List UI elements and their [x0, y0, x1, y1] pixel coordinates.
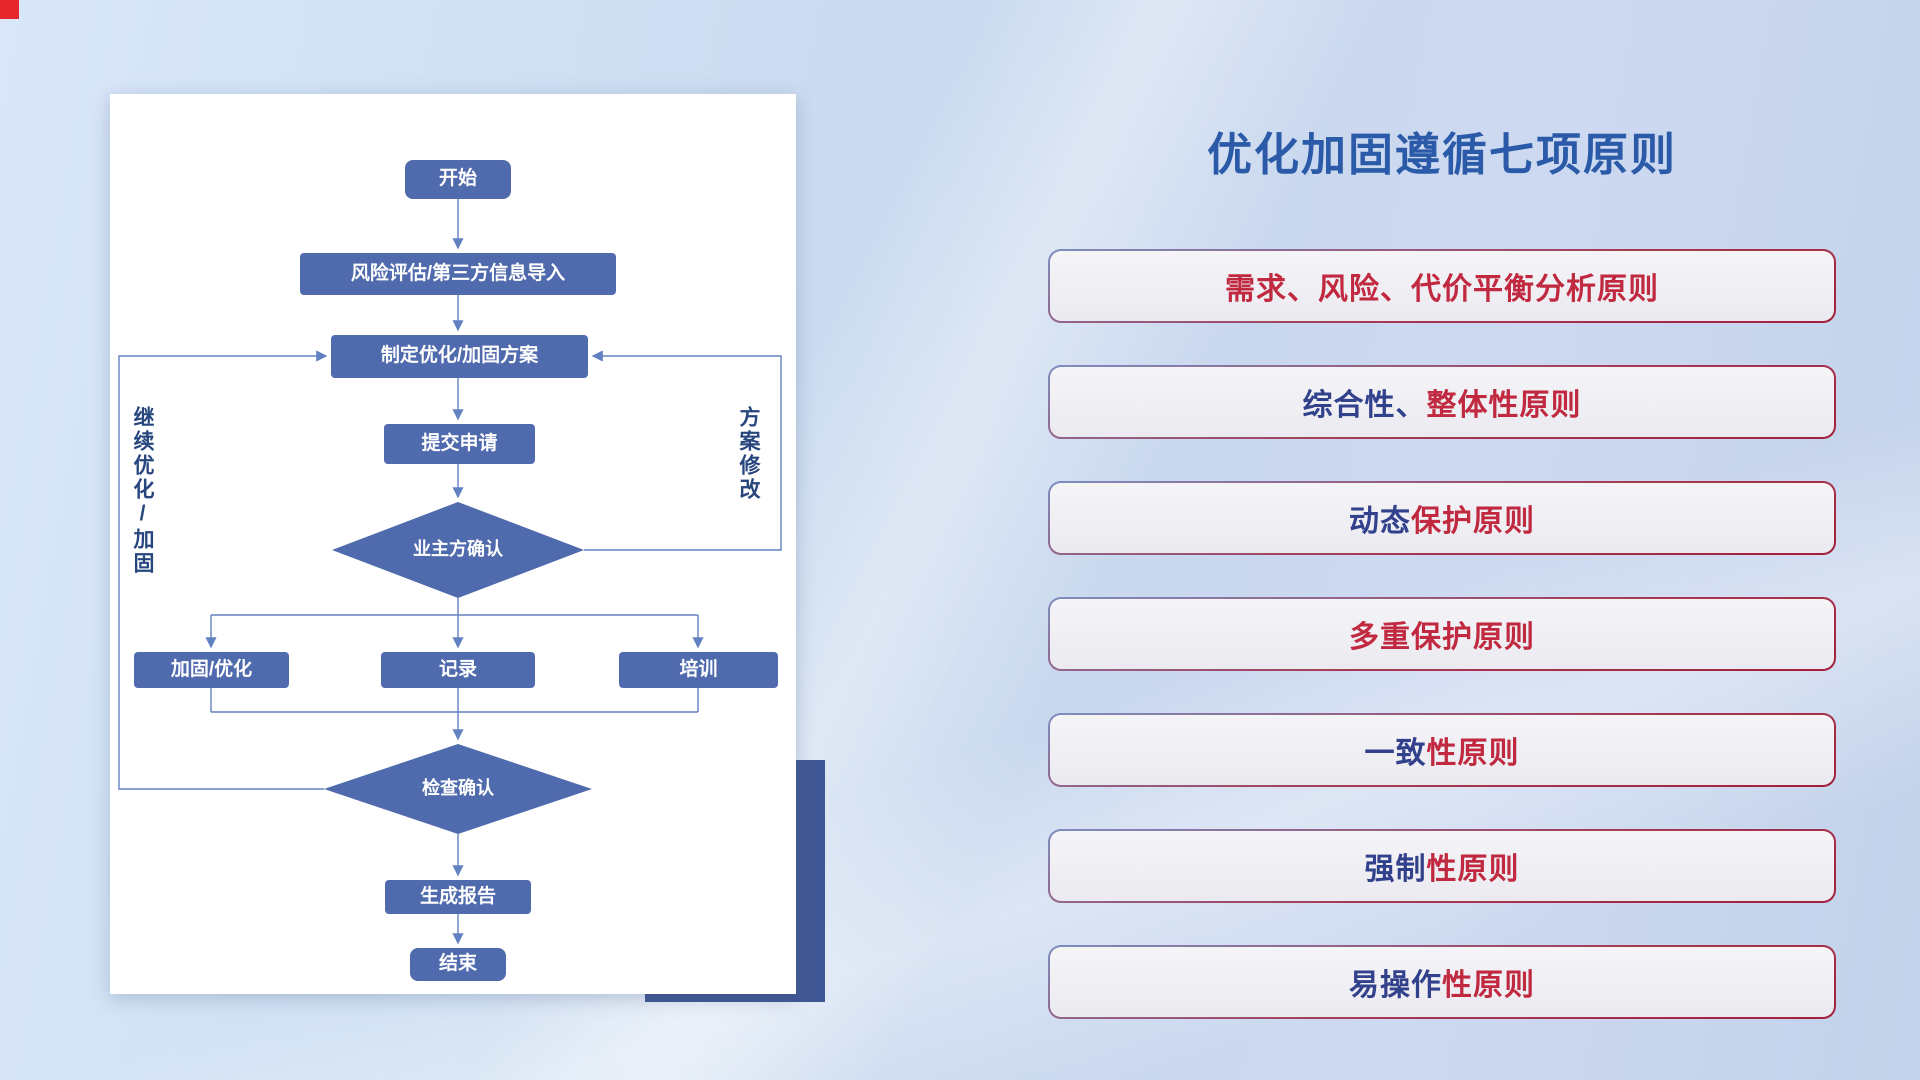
corner-marker: [0, 0, 19, 19]
principle-text-segment: 性原则: [1426, 737, 1520, 770]
principle-text-segment: 需求、风险、代价平衡分析原则: [1225, 273, 1659, 306]
principle-text-segment: 性原则: [1426, 853, 1520, 886]
flowchart-node-risk-import: 风险评估/第三方信息导入: [300, 253, 616, 295]
flowchart-node-generate-report: 生成报告: [385, 880, 531, 914]
principle-text-segment: 保护原则: [1411, 505, 1535, 538]
flowchart-node-end: 结束: [410, 948, 506, 981]
principles-list: 需求、风险、代价平衡分析原则综合性、整体性原则动态保护原则多重保护原则一致性原则…: [1048, 249, 1836, 1019]
flowchart-node-make-plan: 制定优化/加固方案: [331, 335, 588, 378]
principle-box: 多重保护原则: [1048, 597, 1836, 671]
principle-box: 动态保护原则: [1048, 481, 1836, 555]
flowchart-card: 开始 风险评估/第三方信息导入 制定优化/加固方案 提交申请 业主方确认 加固/…: [110, 94, 796, 994]
principle-box: 易操作性原则: [1048, 945, 1836, 1019]
principle-text-segment: 动态: [1349, 505, 1411, 538]
principle-text-segment: 多重保护原则: [1349, 621, 1535, 654]
principle-text-segment: 整体性原则: [1426, 389, 1582, 422]
principle-box: 一致性原则: [1048, 713, 1836, 787]
flowchart-label-continue-loop: 继续优化/加固: [131, 406, 154, 576]
principle-box: 需求、风险、代价平衡分析原则: [1048, 249, 1836, 323]
flowchart-connectors: [118, 199, 782, 945]
principle-text-segment: 强制: [1364, 853, 1427, 886]
flowchart-node-harden-optimize: 加固/优化: [134, 652, 289, 688]
principle-text-segment: 一致: [1364, 737, 1427, 770]
principle-box: 强制性原则: [1048, 829, 1836, 903]
principle-text-segment: 性原则: [1442, 969, 1535, 1002]
principles-panel: 优化加固遵循七项原则 需求、风险、代价平衡分析原则综合性、整体性原则动态保护原则…: [1048, 110, 1836, 1017]
flowchart-node-submit-request: 提交申请: [384, 424, 535, 464]
principle-box: 综合性、整体性原则: [1048, 365, 1836, 439]
flowchart-node-training: 培训: [619, 652, 778, 688]
flowchart-label-plan-revision: 方案修改: [737, 406, 760, 502]
flowchart-node-record: 记录: [381, 652, 535, 688]
panel-title: 优化加固遵循七项原则: [1206, 129, 1677, 180]
principle-text-segment: 综合性、: [1302, 389, 1427, 422]
flowchart-node-start: 开始: [405, 160, 511, 199]
principle-text-segment: 易操作: [1349, 969, 1442, 1002]
